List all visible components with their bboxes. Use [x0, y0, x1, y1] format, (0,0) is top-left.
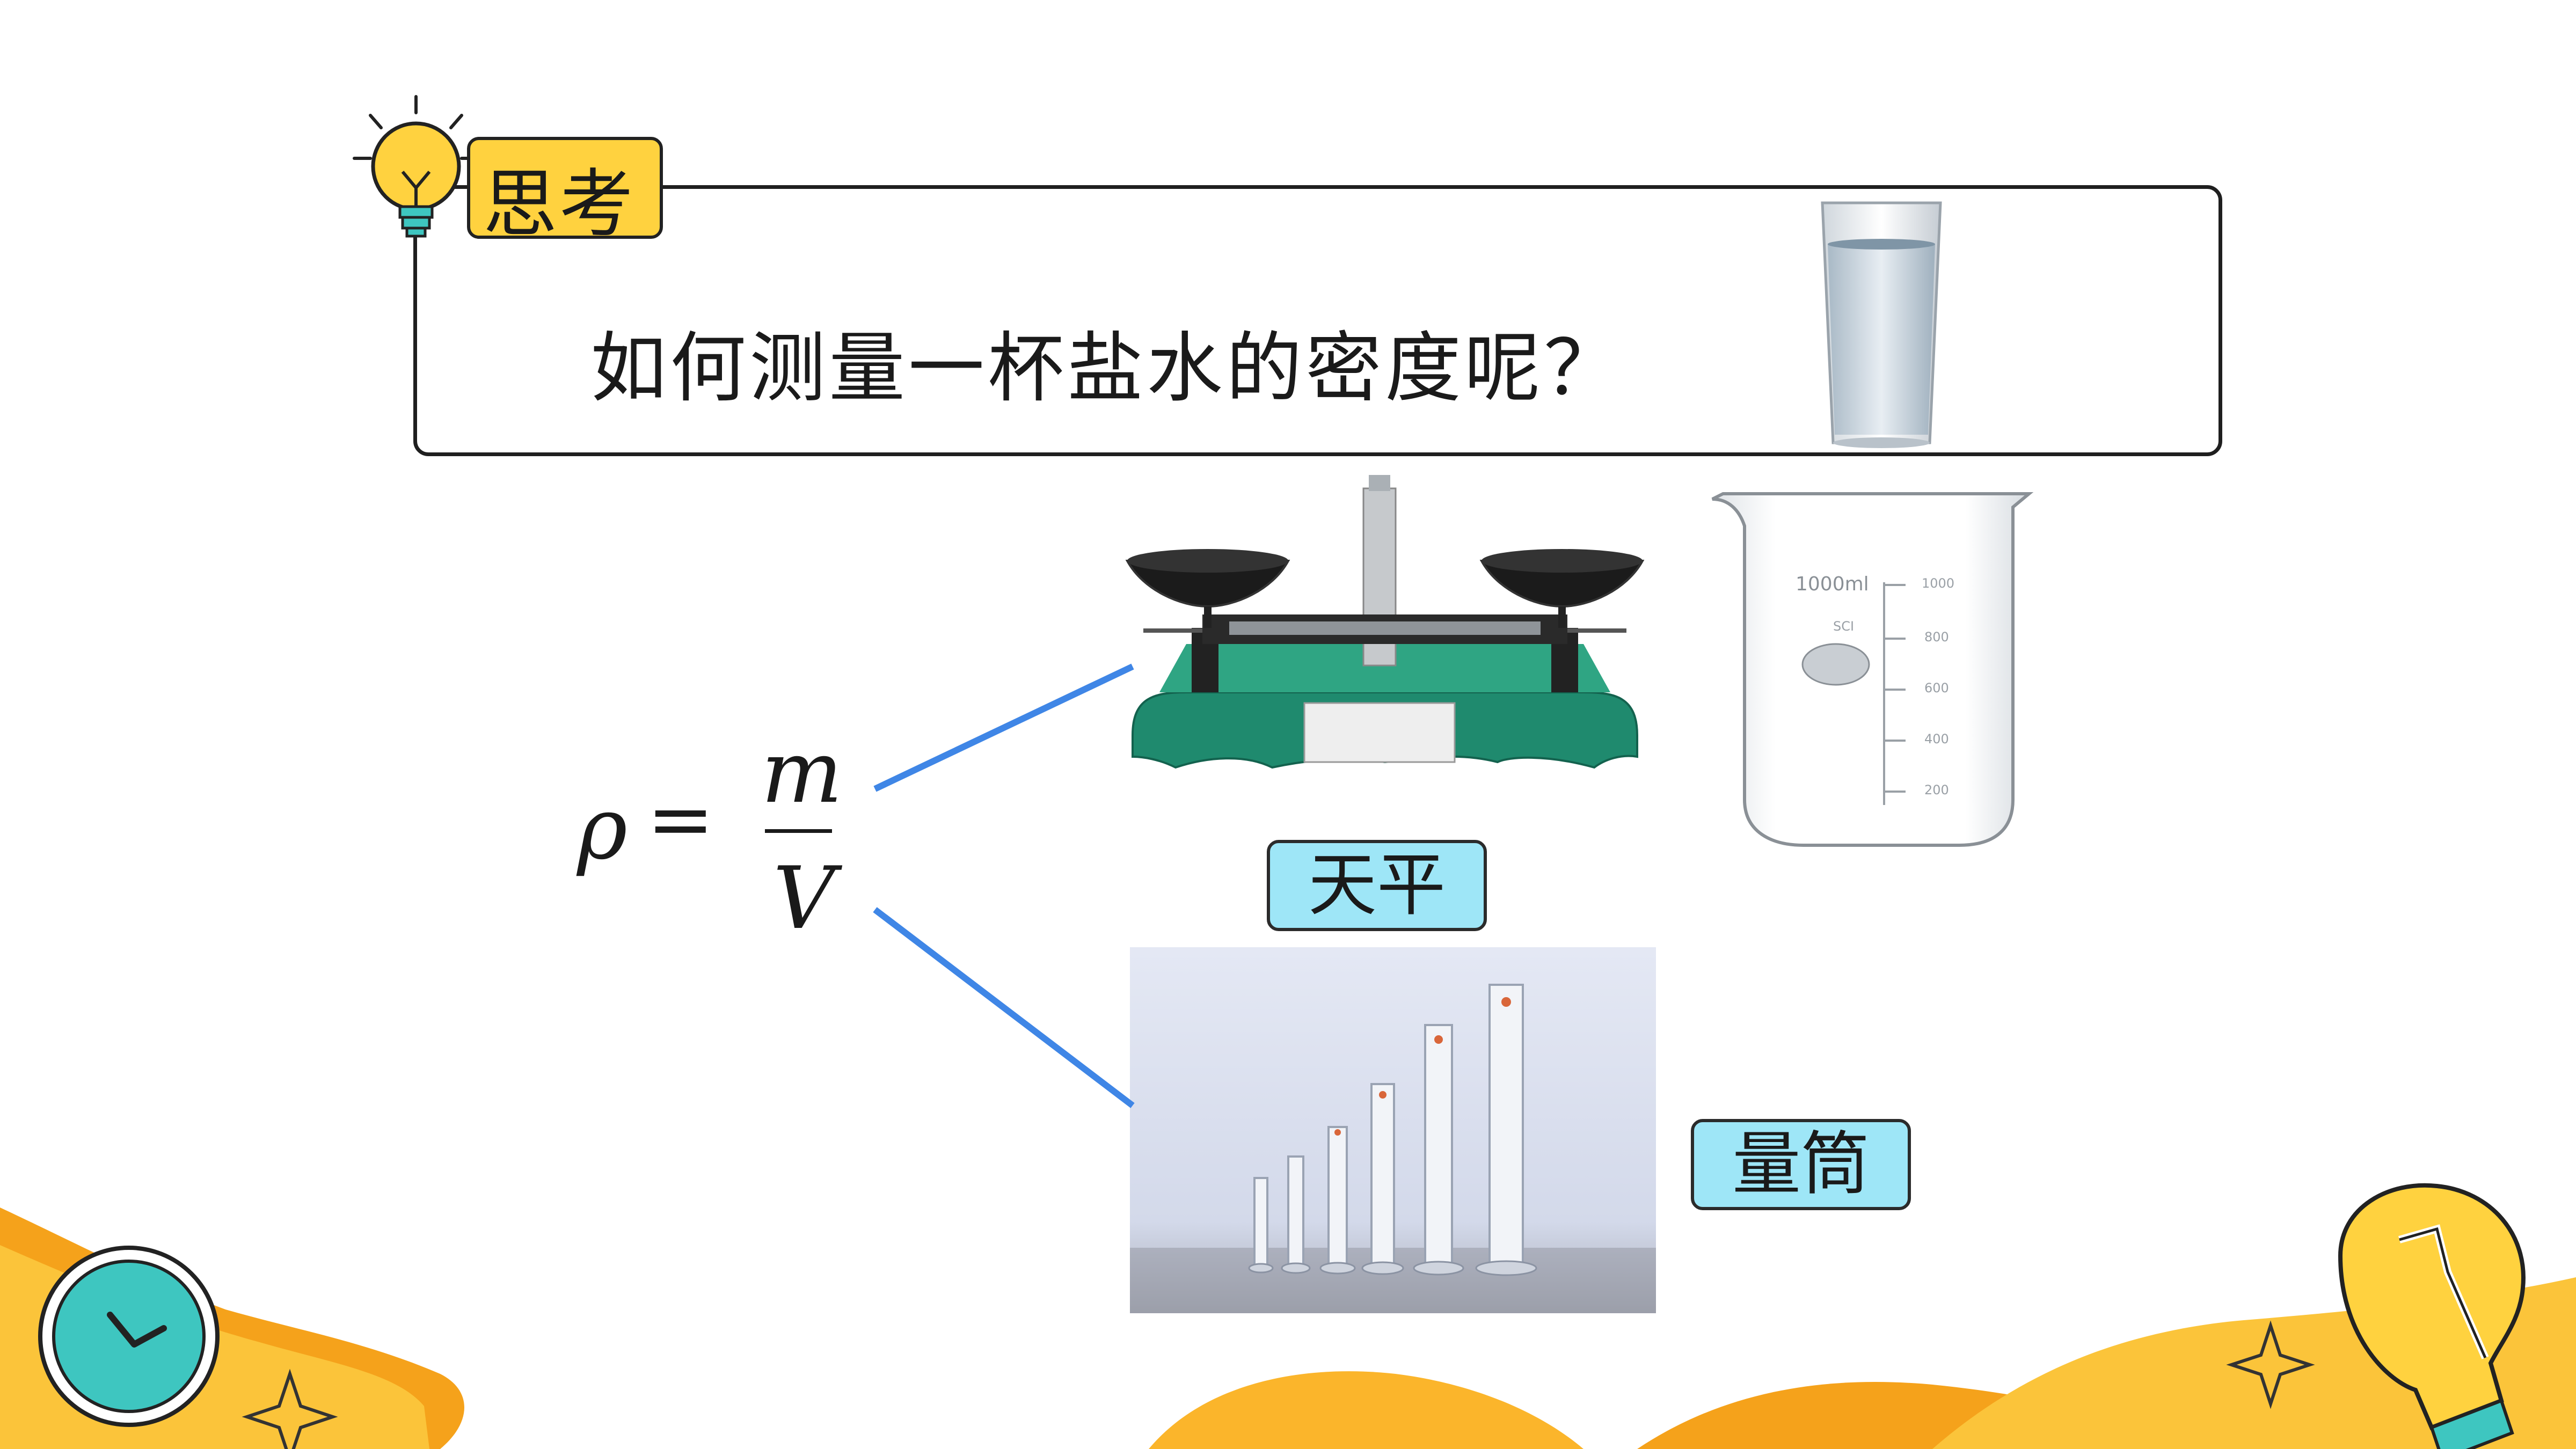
beaker-tick: 1000	[1922, 576, 1954, 591]
connector-lines	[873, 663, 1135, 1108]
formula-rho: ρ	[577, 778, 628, 879]
formula-fraction-bar	[765, 829, 832, 833]
idea-bulb-icon	[353, 95, 479, 238]
lightbulb-icon	[2338, 1183, 2526, 1449]
question-text: 如何测量一杯盐水的密度呢？	[590, 324, 1623, 413]
think-label: 思考	[483, 161, 636, 247]
balance-scale-image	[1125, 475, 1645, 769]
beaker-tick: 200	[1924, 782, 1949, 797]
beaker-tick: 400	[1924, 731, 1949, 747]
measuring-cylinders-image	[1130, 947, 1656, 1313]
formula-volume: V	[773, 848, 835, 948]
line-to-balance	[873, 663, 1134, 792]
line-to-cylinder	[873, 907, 1135, 1108]
water-glass-image	[1821, 201, 1942, 448]
formula-mass: m	[761, 722, 843, 822]
clock-icon	[38, 1246, 220, 1427]
formula-equals: =	[647, 773, 714, 866]
beaker-image: 1000ml SCI 1000 800 600 400 200	[1711, 492, 2034, 847]
think-tag	[467, 137, 663, 239]
beaker-brand: SCI	[1833, 619, 1854, 634]
beaker-capacity: 1000ml	[1796, 573, 1869, 595]
cylinder-label: 量筒	[1691, 1119, 1911, 1210]
balance-label: 天平	[1267, 840, 1487, 931]
beaker-tick: 600	[1924, 680, 1949, 696]
beaker-tick: 800	[1924, 630, 1949, 645]
